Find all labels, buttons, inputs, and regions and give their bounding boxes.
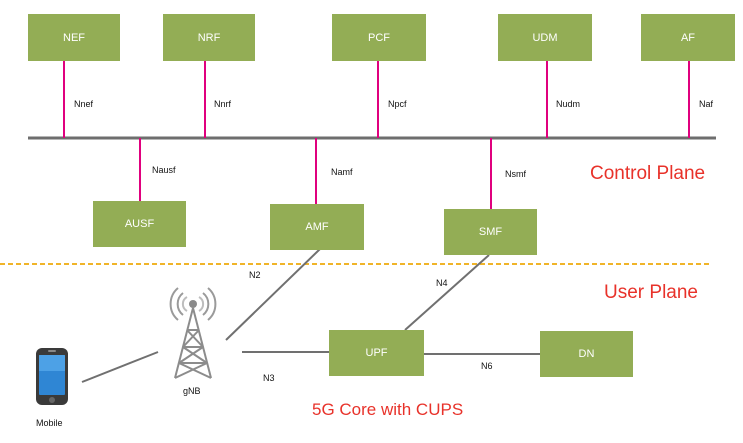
udm-box: UDM	[498, 14, 592, 61]
nef-box: NEF	[28, 14, 120, 61]
n2-link-line	[225, 248, 321, 341]
gnb-label: gNB	[183, 386, 201, 396]
mobile-label: Mobile	[36, 418, 63, 428]
npcf-label: Npcf	[388, 99, 407, 109]
control-plane-label: Control Plane	[590, 163, 706, 184]
nsmf-label: Nsmf	[505, 169, 526, 179]
pcf-box: PCF	[332, 14, 426, 61]
namf-label: Namf	[331, 167, 353, 177]
nnef-label: Nnef	[74, 99, 94, 109]
nnrf-label: Nnrf	[214, 99, 232, 109]
n2-label: N2	[249, 270, 261, 280]
cell-tower-icon	[169, 287, 217, 379]
dn-box: DN	[540, 331, 633, 377]
af-box: AF	[641, 14, 735, 61]
nrf-box: NRF	[163, 14, 255, 61]
smf-box: SMF	[444, 209, 537, 255]
n4-link-line	[404, 254, 490, 331]
ausf-box: AUSF	[93, 201, 186, 247]
n6-label: N6	[481, 361, 493, 371]
mobile-link-line	[81, 351, 159, 383]
upf-box: UPF	[329, 330, 424, 376]
nausf-label: Nausf	[152, 165, 176, 175]
user-plane-label: User Plane	[604, 282, 698, 303]
n3-label: N3	[263, 373, 275, 383]
diagram-caption: 5G Core with CUPS	[312, 400, 464, 419]
mobile-phone-icon	[36, 348, 68, 405]
amf-box: AMF	[270, 204, 364, 250]
n4-label: N4	[436, 278, 448, 288]
nudm-label: Nudm	[556, 99, 581, 109]
naf-label: Naf	[699, 99, 714, 109]
